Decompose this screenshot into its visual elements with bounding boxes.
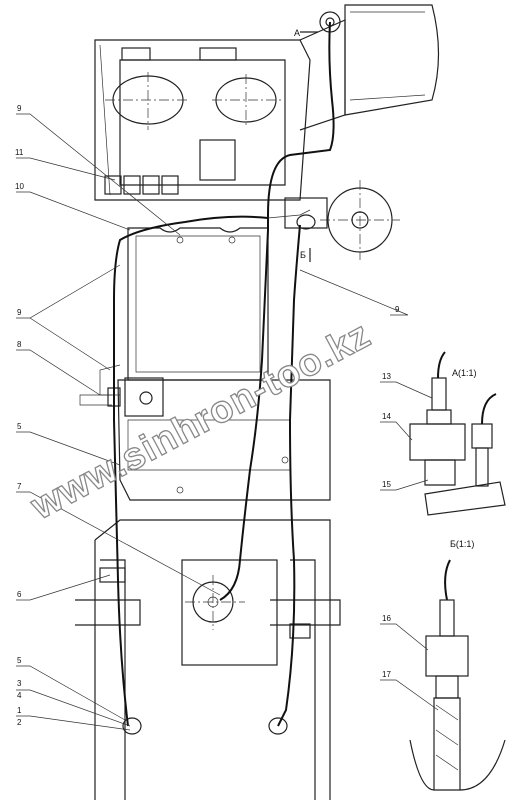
callout-5-upper: 5 <box>17 422 22 431</box>
callout-13: 13 <box>382 372 391 381</box>
upper-structure <box>94 4 440 201</box>
right-units <box>284 11 400 260</box>
callout-9-right: 9 <box>395 305 400 314</box>
section-b-title: Б(1:1) <box>450 539 474 549</box>
callout-numbers: 9 11 10 9 9 8 5 7 6 5 3 4 1 2 13 14 15 1… <box>15 104 400 727</box>
callout-4: 4 <box>17 691 22 700</box>
view-arrow-b-label: Б <box>300 250 306 260</box>
harness-cables <box>79 21 335 727</box>
callout-11: 11 <box>15 148 24 157</box>
callout-10: 10 <box>15 182 24 191</box>
watermark-text: www.sinhron-too.kz <box>24 314 378 529</box>
callout-9-top: 9 <box>17 104 22 113</box>
lower-frame <box>75 519 341 800</box>
callout-2: 2 <box>17 718 22 727</box>
section-a-title: А(1:1) <box>452 368 477 378</box>
callout-16: 16 <box>382 614 391 623</box>
callout-6: 6 <box>17 590 22 599</box>
callout-1: 1 <box>17 706 22 715</box>
callout-3: 3 <box>17 679 22 688</box>
callout-9-left: 9 <box>17 308 22 317</box>
section-b-detail <box>409 559 506 791</box>
callout-14: 14 <box>382 412 391 421</box>
callout-8: 8 <box>17 340 22 349</box>
section-a-detail <box>409 351 506 516</box>
callout-17: 17 <box>382 670 391 679</box>
view-arrow-a-label: А <box>294 28 300 38</box>
callout-5-lower: 5 <box>17 656 22 665</box>
callout-15: 15 <box>382 480 391 489</box>
callout-7: 7 <box>17 482 22 491</box>
leader-lines <box>16 31 439 731</box>
